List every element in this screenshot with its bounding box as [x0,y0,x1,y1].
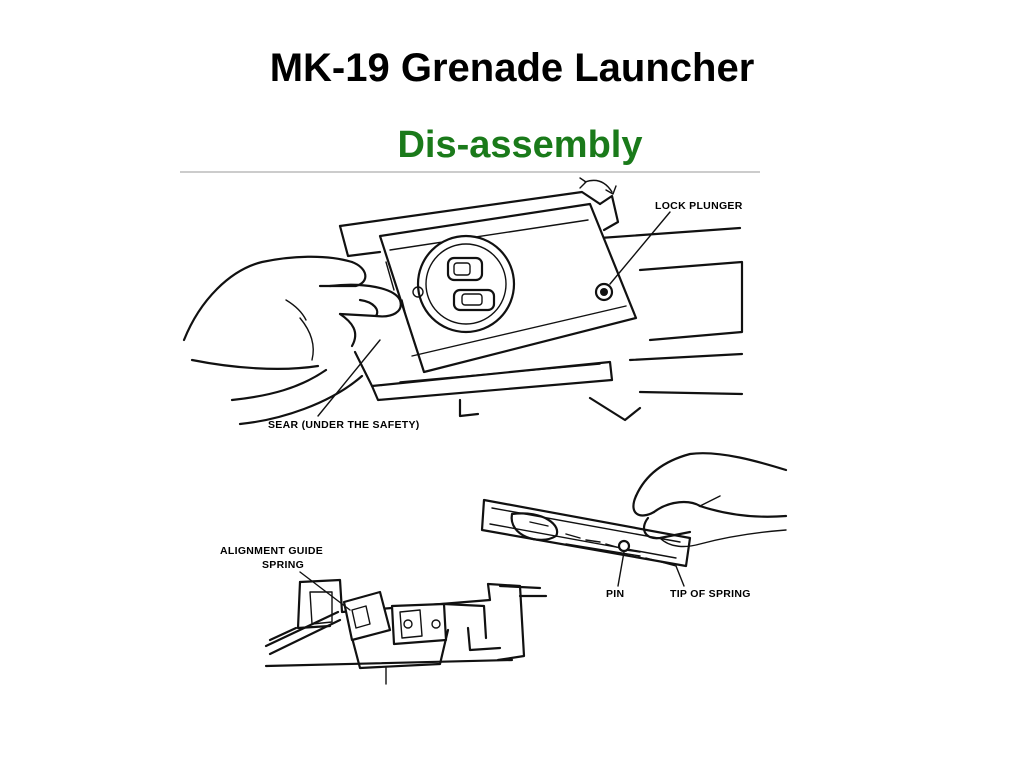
top-illustration: LOCK PLUNGER SEAR (UNDER THE SAFETY) [180,171,760,431]
base-plate [353,350,614,402]
hand-right [632,452,788,548]
spring-guide-bar [480,498,692,568]
pin-pointer [617,551,625,587]
lock-plunger-pointer [609,211,671,285]
sear-pointer [317,339,381,417]
pin [617,539,631,553]
label-tip-of-spring: TIP OF SPRING [670,588,751,600]
lock-plunger-hole [412,282,614,302]
label-alignment-spring: SPRING [262,559,304,571]
hand-left [182,255,402,426]
label-alignment-guide: ALIGNMENT GUIDE [220,545,323,557]
slide-title: MK-19 Grenade Launcher [269,46,755,90]
label-sear: SEAR (UNDER THE SAFETY) [268,419,420,431]
receiver-body [458,226,744,422]
safety-dial [416,234,516,334]
bottom-left-illustration: ALIGNMENT GUIDE SPRING [220,545,548,685]
screwdriver [264,610,342,656]
bottom-right-illustration: PIN TIP OF SPRING [480,452,788,600]
label-pin: PIN [606,588,624,600]
alignment-spring-assembly [342,590,488,646]
tip-of-spring-pointer [675,565,685,587]
alignment-spring-pointer [299,571,351,611]
slide-subtitle: Dis-assembly [397,124,643,166]
label-lock-plunger: LOCK PLUNGER [655,200,743,212]
